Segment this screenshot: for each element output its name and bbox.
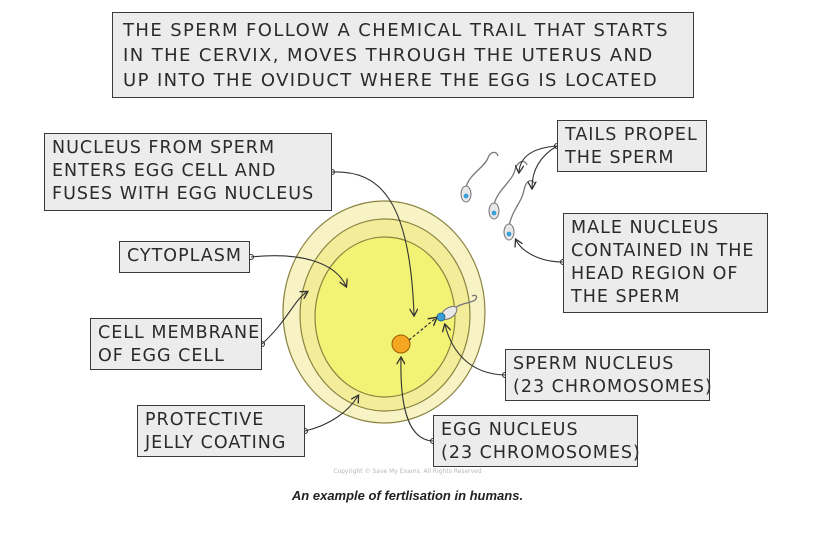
header-box: THE SPERM FOLLOW A CHEMICAL TRAIL THAT S… [112,12,694,98]
header-line: IN THE CERVIX, MOVES THROUGH THE UTERUS … [123,45,654,66]
label-line: THE SPERM [571,287,681,307]
cytoplasm [314,236,456,398]
label-line: CONTAINED IN THE [571,241,755,261]
label-line: ENTERS EGG CELL AND [52,161,277,181]
label-sperm-nucleus: SPERM NUCLEUS (23 CHROMOSOMES) [505,349,713,401]
label-line: SPERM NUCLEUS [513,354,675,374]
label-line: OF EGG CELL [98,346,225,366]
sperm-nucleus [436,312,446,322]
label-line: FUSES WITH EGG NUCLEUS [52,184,315,204]
label-jelly-coating: PROTECTIVE JELLY COATING [137,405,305,457]
figure-caption: An example of fertlisation in humans. [291,488,524,503]
label-line: CELL MEMBRANE [98,323,261,343]
label-line: (23 CHROMOSOMES) [441,443,641,463]
label-line: JELLY COATING [145,433,287,453]
label-line: NUCLEUS FROM SPERM [52,138,276,158]
header-line: UP INTO THE OVIDUCT WHERE THE EGG IS LOC… [123,70,659,91]
label-line: HEAD REGION OF [571,264,739,284]
label-nucleus-from-sperm: NUCLEUS FROM SPERM ENTERS EGG CELL AND F… [44,133,332,211]
label-line: CYTOPLASM [127,246,242,266]
label-line: THE SPERM [565,148,675,168]
label-cytoplasm: CYTOPLASM [119,241,250,273]
label-male-nucleus: MALE NUCLEUS CONTAINED IN THE HEAD REGIO… [563,213,768,313]
header-line: THE SPERM FOLLOW A CHEMICAL TRAIL THAT S… [123,20,669,41]
label-tails: TAILS PROPEL THE SPERM [557,120,707,172]
swimming-sperm [460,151,536,241]
label-line: TAILS PROPEL [565,125,698,145]
label-line: (23 CHROMOSOMES) [513,377,713,397]
egg-nucleus [391,334,411,354]
label-cell-membrane: CELL MEMBRANE OF EGG CELL [90,318,262,370]
label-egg-nucleus: EGG NUCLEUS (23 CHROMOSOMES) [433,415,641,467]
label-line: PROTECTIVE [145,410,265,430]
fusion-path [408,318,436,341]
label-line: EGG NUCLEUS [441,420,579,440]
copyright-notice: Copyright © Save My Exams. All Rights Re… [333,468,482,475]
egg-cell [282,200,486,424]
sperm-entering-egg [436,294,478,322]
label-line: MALE NUCLEUS [571,218,720,238]
